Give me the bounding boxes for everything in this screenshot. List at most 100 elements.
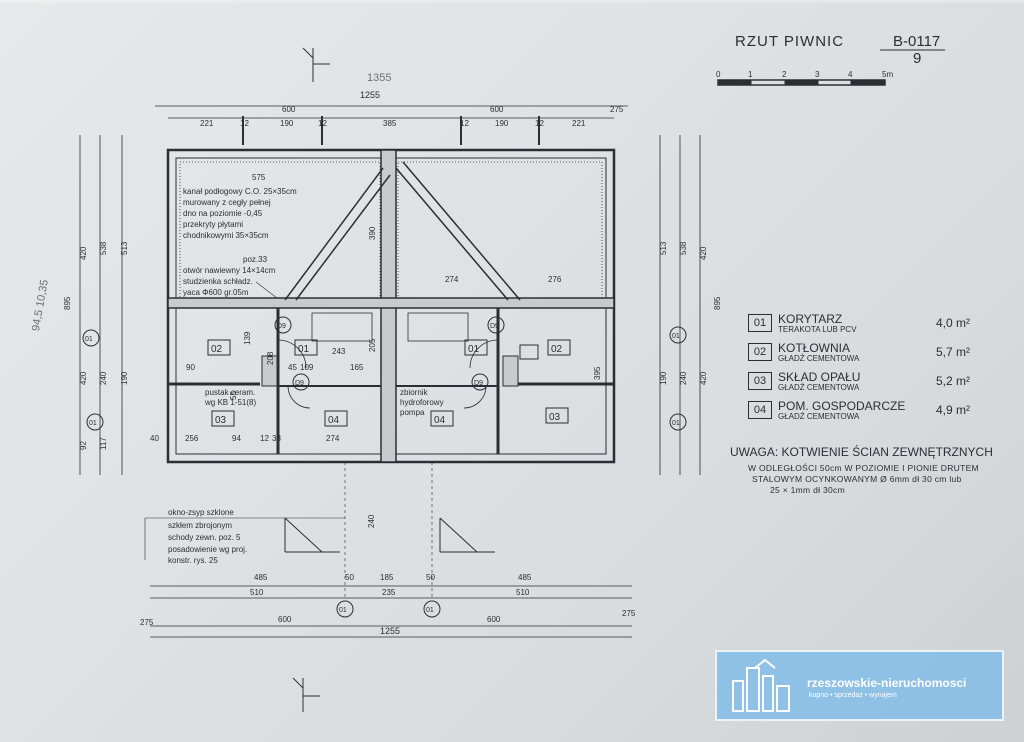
dim-inner: 55 [229, 391, 238, 400]
dim-margin: 275 [610, 105, 624, 114]
door-label: D9 [490, 323, 499, 330]
dim-inner: 33 [272, 434, 281, 443]
axis-label: 01 [672, 333, 680, 340]
legend-row: 03 SKŁAD OPAŁU GŁADŹ CEMENTOWA 5,2 m² [748, 370, 988, 399]
window-note: szkłem zbrojonym [168, 521, 232, 530]
legend-finish: GŁADŹ CEMENTOWA [778, 383, 860, 392]
dim-seg: 190 [495, 119, 509, 128]
legend-row: 01 KORYTARZ TERAKOTA LUB PCV 4,0 m² [748, 312, 988, 341]
dim-bottom-half: 600 [278, 615, 292, 624]
dim-bottom: 510 [516, 588, 530, 597]
dim-vertical: 420 [79, 371, 88, 385]
room-label: 02 [211, 344, 223, 355]
hollow-note: wg KB 1-51(8) [204, 398, 256, 407]
dim-seg: 12 [460, 119, 469, 128]
legend-number: 01 [748, 314, 772, 332]
dim-inner: 390 [368, 226, 377, 240]
dim-vertical: 92 [79, 441, 88, 450]
dim-vertical-right: 240 [679, 371, 688, 385]
legend-area: 4,9 m² [936, 403, 971, 417]
dim-vertical: 117 [99, 437, 108, 450]
axis-marker [336, 600, 354, 618]
axis-label: 01 [339, 607, 347, 614]
dim-inner: 240 [367, 514, 376, 528]
legend-name: KOTŁOWNIA [778, 341, 851, 355]
axis-label: 01 [85, 336, 93, 343]
mid-wall [167, 297, 615, 309]
legend-name: KORYTARZ [778, 312, 843, 326]
axis-marker [82, 329, 100, 347]
legend-finish: GŁADŹ CEMENTOWA [778, 412, 860, 421]
channel-note: kanał podłogowy C.O. 25×35cm [183, 187, 297, 196]
channel-right [397, 161, 603, 299]
room-label: 03 [549, 412, 561, 423]
window-note: posadowienie wg proj. [168, 545, 247, 554]
poz-note: poz.33 [243, 255, 268, 264]
dim-bottom: 50 [345, 573, 354, 582]
north-arrow-top [302, 47, 330, 82]
tank-note: pompa [400, 408, 425, 417]
dim-half-right: 600 [490, 105, 504, 114]
legend-row: 04 POM. GOSPODARCZE GŁADŹ CEMENTOWA 4,9 … [748, 399, 988, 428]
opening-note: yaca Φ600 gr.05m [183, 288, 249, 297]
channel-note: dno na poziomie -0,45 [183, 209, 263, 218]
legend-name: POM. GOSPODARCZE [778, 399, 906, 413]
dim-half-left: 600 [282, 105, 296, 114]
opening-note: studzienka schładz. [183, 277, 253, 286]
legend-number: 02 [748, 343, 772, 361]
dim-inner: 205 [368, 338, 377, 352]
axis-marker [423, 600, 441, 618]
dim-vertical: 190 [120, 371, 129, 385]
axis-marker [86, 413, 104, 431]
dim-bottom-half: 600 [487, 615, 501, 624]
dim-inner: 12 [260, 434, 269, 443]
room-label: 02 [551, 344, 563, 355]
legend-finish: GŁADŹ CEMENTOWA [778, 354, 860, 363]
dim-bottom: 485 [254, 573, 268, 582]
note-line: W ODLEGŁOŚCI 50cm W POZIOMIE I PIONIE DR… [748, 463, 979, 473]
dim-vertical-right: 420 [699, 371, 708, 385]
dim-seg: 12 [240, 119, 249, 128]
scale-tick: 3 [815, 70, 820, 79]
stairwell-right [439, 517, 495, 553]
dim-vertical: 895 [63, 296, 72, 310]
axis-label: 01 [426, 607, 434, 614]
door-label: D9 [295, 380, 304, 387]
opening-note: otwór nawiewny 14×14cm [183, 266, 276, 275]
dim-inner: 274 [445, 275, 459, 284]
axis-label: 01 [89, 420, 97, 427]
scale-bar [717, 79, 886, 86]
dim-inner: 276 [548, 275, 562, 284]
window-note: konstr. rys. 25 [168, 556, 218, 565]
dim-inner: 274 [326, 434, 340, 443]
tank-note: zbiornik [400, 388, 429, 397]
channel-note: chodnikowymi 35×35cm [183, 231, 269, 240]
dim-vertical-right: 513 [659, 241, 668, 255]
legend-row: 02 KOTŁOWNIA GŁADŹ CEMENTOWA 5,7 m² [748, 341, 988, 370]
dim-total-bottom: 1255 [380, 626, 400, 636]
note-line: 25 × 1mm dł 30cm [770, 485, 845, 495]
paper-fold [0, 0, 1024, 3]
scale-tick: 5m [882, 70, 893, 79]
city-skyline-icon [732, 658, 790, 712]
sheet-title: RZUT PIWNIC [735, 33, 845, 50]
dim-bottom: 50 [426, 573, 435, 582]
stairwell-left [284, 517, 340, 553]
door-label: D9 [474, 380, 483, 387]
axis-label: 01 [672, 420, 680, 427]
channel-note: murowany z cegły pełnej [183, 198, 271, 207]
dim-seg: 12 [318, 119, 327, 128]
sheet-number: 9 [913, 50, 922, 67]
room-label: 01 [298, 344, 310, 355]
legend-number: 04 [748, 401, 772, 419]
channel-note: przekryty płytami [183, 220, 243, 229]
legend-area: 4,0 m² [936, 316, 971, 330]
room-legend: 01 KORYTARZ TERAKOTA LUB PCV 4,0 m² 02 K… [748, 312, 988, 428]
dim-inner: 139 [243, 331, 252, 345]
window-note: schody zewn. poz. 5 [168, 533, 241, 542]
dim-seg: 12 [535, 119, 544, 128]
north-arrow-bottom [292, 677, 320, 712]
dim-vertical-right: 190 [659, 371, 668, 385]
hollow-note: pustak ceram. [205, 388, 255, 397]
